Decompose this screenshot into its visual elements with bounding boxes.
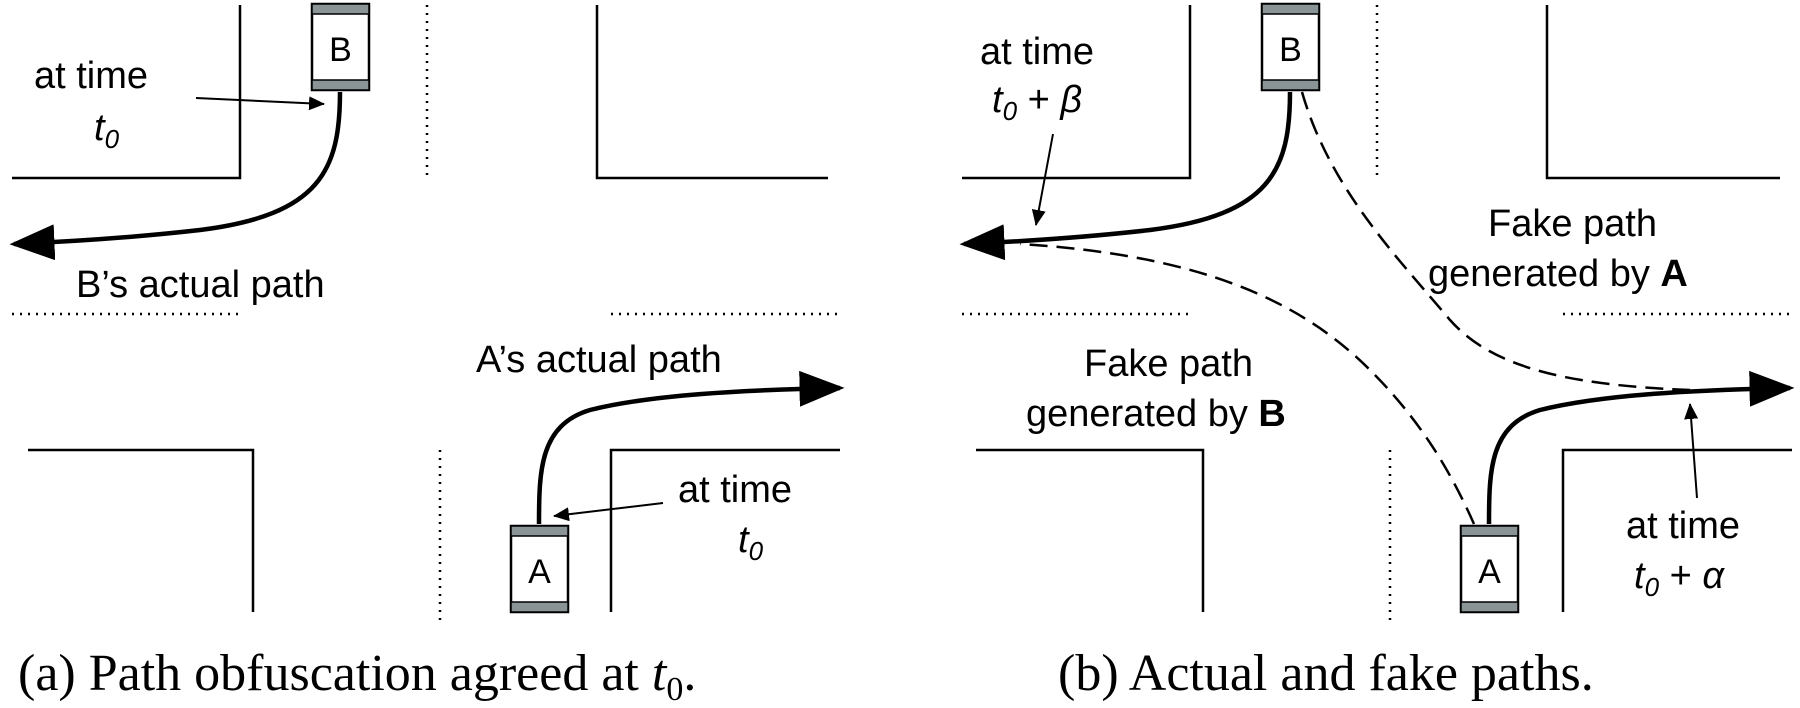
caption-a-suffix: . <box>683 645 696 702</box>
b-time-value: t0 <box>94 107 120 154</box>
b-actual-path <box>9 91 343 261</box>
b-time-var: t <box>94 107 106 149</box>
car-b-label-b: B <box>1279 31 1302 69</box>
caption-a: (a) Path obfuscation agreed at t0. <box>18 645 696 708</box>
b-time-sub-b: 0 <box>1003 96 1018 126</box>
a-time-value: t0 <box>738 519 764 566</box>
caption-b: (b) Actual and fake paths. <box>1058 645 1594 702</box>
road-edge-top-left-b <box>962 5 1192 180</box>
a-actual-path-b <box>1486 370 1795 525</box>
car-a-label: A <box>528 553 551 591</box>
a-time-pointer <box>553 502 664 522</box>
caption-a-sub: 0 <box>666 671 683 708</box>
b-time-op-b: + <box>1017 79 1060 121</box>
car-a-panel-b: A <box>1459 524 1520 614</box>
a-time-value-b: t0 + α <box>1634 555 1725 602</box>
car-b-label: B <box>329 31 352 69</box>
b-time-label-b: at time <box>980 31 1094 73</box>
b-time-offset-b: β <box>1059 79 1082 121</box>
a-time-offset-b: α <box>1702 555 1725 597</box>
b-time-pointer-b <box>1031 133 1054 226</box>
fake-path-by-a <box>1300 91 1691 392</box>
b-time-sub: 0 <box>105 124 120 154</box>
b-time-value-b: t0 + β <box>992 79 1082 126</box>
road-edge-top-right-b <box>1545 5 1780 180</box>
road-edge-bottom-right <box>609 448 840 612</box>
a-time-label-b: at time <box>1626 505 1740 547</box>
a-time-var-b: t <box>1634 555 1646 597</box>
fake-b-line1: Fake path <box>1084 343 1253 385</box>
fake-a-who: A <box>1660 253 1687 295</box>
caption-a-prefix: (a) Path obfuscation agreed at <box>18 645 652 702</box>
fake-a-line1: Fake path <box>1488 203 1657 245</box>
fake-a-line2: generated by A <box>1428 253 1688 295</box>
a-time-sub-b: 0 <box>1645 572 1660 602</box>
a-time-var: t <box>738 519 750 561</box>
road-edge-top-left <box>12 5 242 180</box>
fake-b-text: generated by <box>1026 393 1258 435</box>
car-b-panel-b: B <box>1260 2 1321 92</box>
fake-b-line2: generated by B <box>1026 393 1286 435</box>
car-a-label-b: A <box>1478 553 1501 591</box>
a-time-sub: 0 <box>749 536 764 566</box>
road-edge-bottom-left-b <box>976 448 1205 612</box>
road-edge-top-right <box>595 5 828 180</box>
fake-path-by-b <box>1019 242 1476 525</box>
b-actual-path-b <box>959 91 1293 261</box>
a-time-pointer-b <box>1684 403 1699 499</box>
b-time-var-b: t <box>992 79 1004 121</box>
a-time-label: at time <box>678 469 792 511</box>
panel-a: B A at time t0 B’s actual path A’s actua… <box>9 2 845 708</box>
b-path-label: B’s actual path <box>76 264 325 306</box>
fake-a-text: generated by <box>1428 253 1660 295</box>
b-time-label: at time <box>34 55 148 97</box>
fake-b-who: B <box>1258 393 1285 435</box>
a-path-label: A’s actual path <box>476 339 722 381</box>
road-edge-bottom-right-b <box>1561 448 1792 612</box>
b-time-pointer <box>195 96 325 111</box>
panel-b: B A at time t0 + β Fake path generated b… <box>959 2 1795 702</box>
caption-a-var: t <box>652 645 668 702</box>
road-edge-bottom-left <box>28 448 255 612</box>
car-b: B <box>310 2 371 92</box>
car-a: A <box>509 524 570 614</box>
a-time-op-b: + <box>1659 555 1702 597</box>
a-actual-path <box>536 370 845 525</box>
